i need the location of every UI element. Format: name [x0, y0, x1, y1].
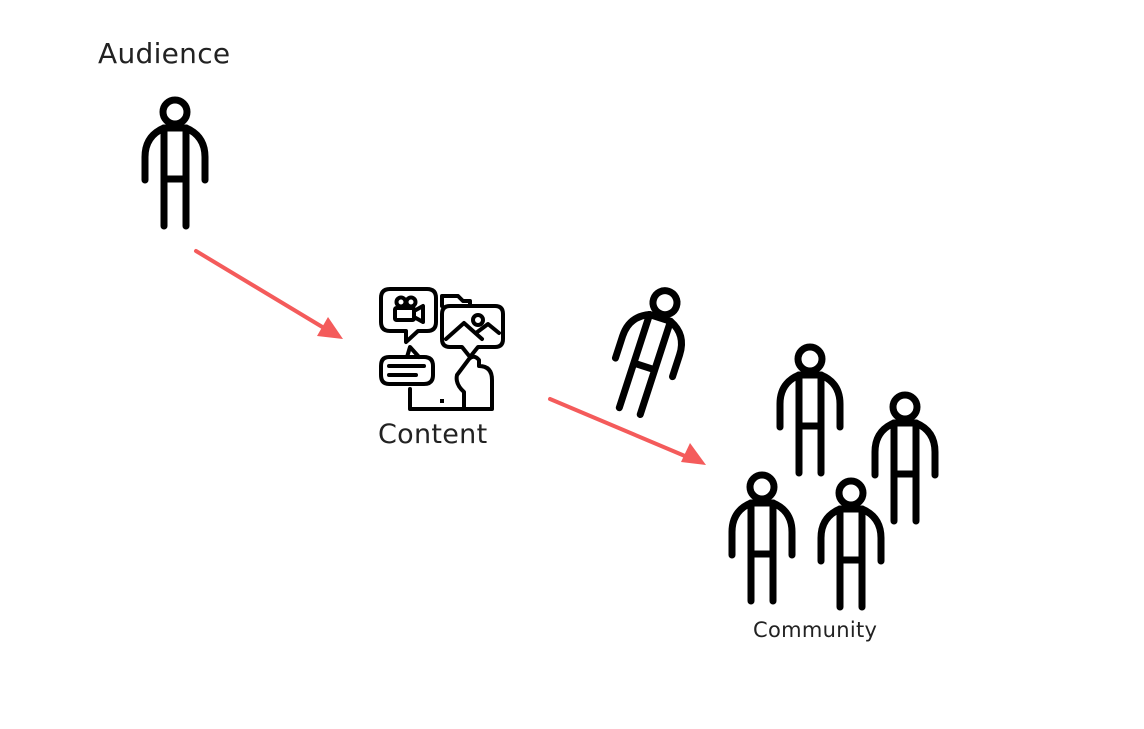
arrow-audience-to-content [194, 249, 343, 339]
community-label: Community [753, 618, 878, 642]
walking-person-icon [601, 282, 697, 420]
arrow-content-to-community [548, 397, 706, 465]
audience-person-icon [145, 100, 205, 226]
community-person-icon [875, 395, 935, 521]
community-person-icon [780, 347, 840, 473]
community-person-icon [821, 481, 881, 607]
laptop-dot-icon [440, 399, 444, 403]
community-person-icon [732, 475, 792, 601]
community-group [732, 347, 935, 607]
content-label: Content [378, 419, 488, 450]
content-media-icon [379, 287, 505, 411]
audience-label: Audience [98, 37, 231, 70]
